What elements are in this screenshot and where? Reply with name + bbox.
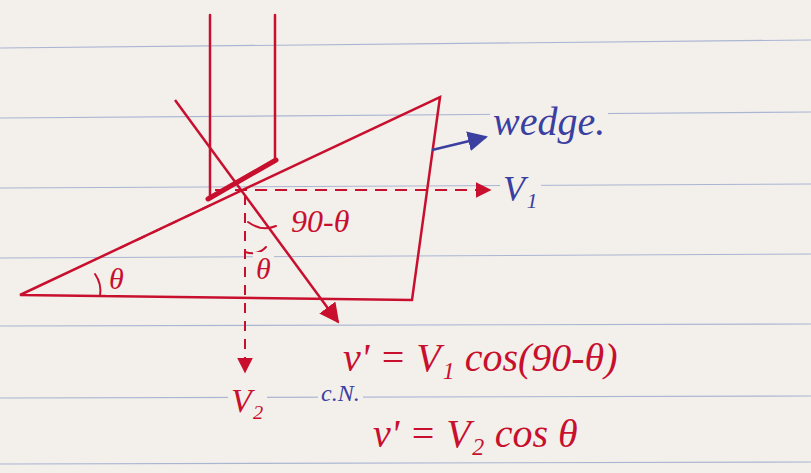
part-name: wedge.	[490, 100, 608, 144]
angle-label: 90-θ	[288, 204, 352, 239]
angle-label: θ	[106, 262, 127, 295]
normal-label: c.N.	[318, 380, 363, 406]
velocity-label: V₂	[228, 382, 267, 419]
leader-lines	[120, 100, 490, 372]
angle-label: θ	[253, 252, 274, 285]
wedge-and-rod	[20, 15, 440, 300]
equation: v' = V₂ cos θ	[370, 412, 581, 456]
equation: v' = V₁ cos(90-θ)	[340, 336, 621, 380]
ruled-lines	[0, 40, 811, 464]
pointer-arrow	[432, 137, 486, 150]
velocity-label: V₁	[500, 170, 541, 210]
